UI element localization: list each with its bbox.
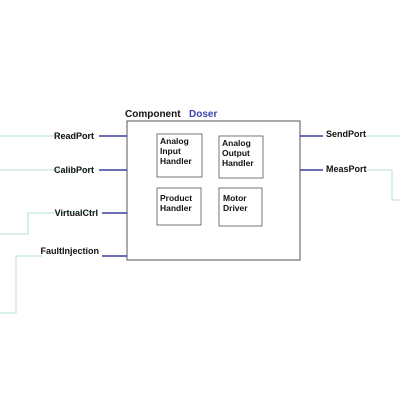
port-stubs xyxy=(99,135,323,257)
port-label-faultinjection: FaultInjection xyxy=(41,246,100,256)
block-motor-driver: Motor Driver xyxy=(218,187,263,227)
component-title: Component Doser xyxy=(125,104,217,121)
block-line: Handler xyxy=(160,156,192,166)
port-label-readport: ReadPort xyxy=(54,131,94,141)
component-name: Doser xyxy=(189,109,217,120)
block-analog-output-handler: Analog Output Handler xyxy=(218,135,264,179)
connection-wires xyxy=(0,135,400,314)
port-label-calibport: CalibPort xyxy=(54,165,94,175)
block-line: Handler xyxy=(160,203,192,213)
block-line: Input xyxy=(160,146,181,156)
port-label-measport: MeasPort xyxy=(326,164,367,174)
block-product-handler: Product Handler xyxy=(156,187,202,226)
component-keyword: Component xyxy=(125,109,181,120)
block-line: Motor xyxy=(223,193,247,203)
svg-text:Analog Input H: Analog Input Handler xyxy=(160,136,192,166)
block-line: Product xyxy=(160,193,192,203)
svg-text:Analog Output: Analog Output Handler xyxy=(222,138,254,168)
component-box xyxy=(126,120,301,261)
wire-faultinjection xyxy=(0,255,42,314)
block-line: Handler xyxy=(222,158,254,168)
svg-text:Motor Driver: Motor Driver xyxy=(223,193,249,213)
wire-measport xyxy=(366,169,400,201)
block-analog-input-handler: Analog Input Handler xyxy=(156,133,203,178)
block-line: Output xyxy=(222,148,250,158)
block-line: Driver xyxy=(223,203,248,213)
svg-text:Product Handler: Product Handler xyxy=(160,193,195,213)
block-line: Analog xyxy=(160,136,189,146)
block-line: Analog xyxy=(222,138,251,148)
port-label-virtualctrl: VirtualCtrl xyxy=(55,208,98,218)
port-label-sendport: SendPort xyxy=(326,129,366,139)
wire-virtualctrl xyxy=(0,212,98,235)
